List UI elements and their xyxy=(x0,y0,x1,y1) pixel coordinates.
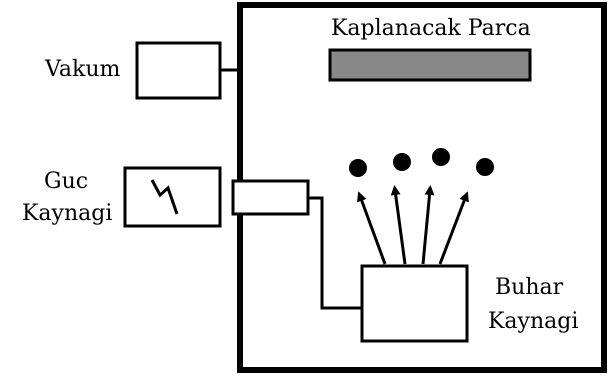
vacuum-label: Vakum xyxy=(45,57,121,82)
lightning-bolt-icon xyxy=(150,179,179,215)
substrate-plate xyxy=(328,48,532,82)
vapor-arrow-4 xyxy=(438,191,469,265)
vapor-particle-1 xyxy=(349,159,367,177)
power-source-label-line1: Guc xyxy=(44,169,89,194)
vapor-source-label-line2: Kaynagi xyxy=(488,309,579,334)
vacuum-pump-box xyxy=(135,41,222,100)
vapor-arrow-2 xyxy=(390,185,407,265)
feedthrough-box xyxy=(231,179,310,216)
vapor-particle-2 xyxy=(393,153,411,171)
substrate-label: Kaplanacak Parca xyxy=(331,16,531,41)
vapor-source-box xyxy=(360,264,469,343)
vapor-particle-4 xyxy=(476,158,494,176)
vapor-arrow-1 xyxy=(357,191,387,265)
vapor-source-label-line1: Buhar xyxy=(495,275,564,300)
vapor-particle-3 xyxy=(432,148,450,166)
vapor-arrow-3 xyxy=(421,185,435,265)
power-cable xyxy=(308,196,362,310)
power-source-label-line2: Kaynagi xyxy=(22,201,113,226)
